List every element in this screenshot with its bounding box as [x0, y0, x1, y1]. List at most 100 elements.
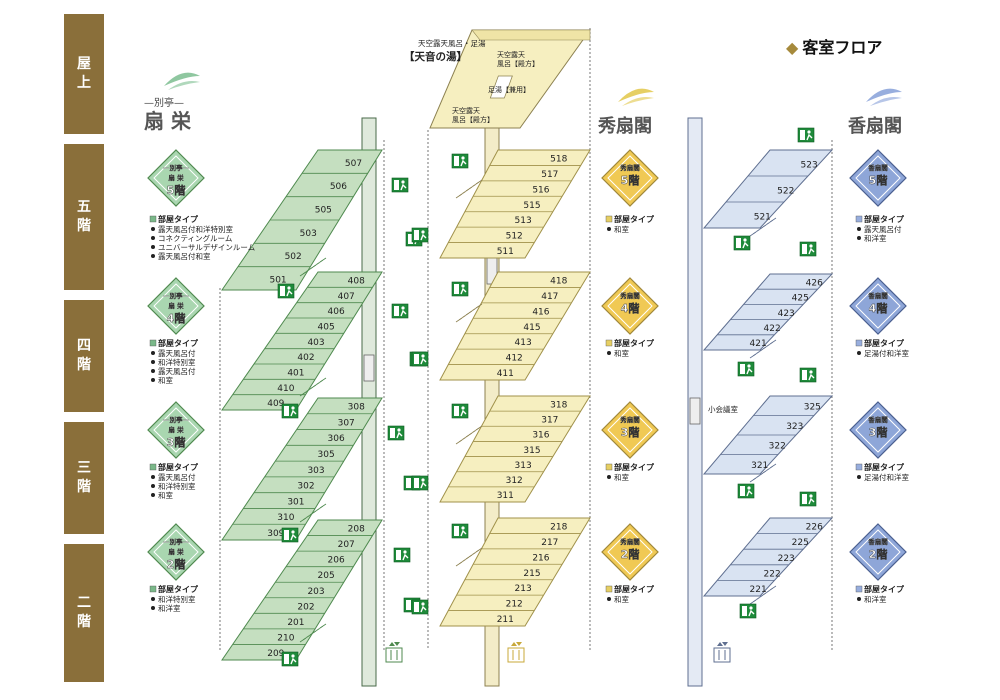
badge-text: —別亭—	[163, 291, 190, 300]
room-number: 422	[764, 324, 781, 334]
room-number: 502	[285, 252, 302, 262]
floor-label-char: 五	[77, 199, 91, 215]
exit-icon-door	[740, 364, 745, 374]
room-type-item: 和洋室	[864, 594, 887, 604]
footbath-pool	[489, 75, 513, 99]
room-type-heading: 部屋タイプ	[158, 462, 199, 472]
room-number: 222	[764, 569, 781, 579]
badge-inner	[153, 407, 199, 453]
exit-icon-body	[746, 489, 753, 497]
stairs-icon	[455, 179, 483, 199]
meeting-room-label: 小会議室	[708, 404, 738, 414]
bullet-dot	[151, 484, 155, 488]
badge-text: 秀扇閣	[619, 537, 640, 546]
badge-text: 扇 栄	[168, 301, 184, 310]
room-number: 202	[297, 602, 314, 612]
floor-label-char: 階	[77, 357, 91, 373]
sen-wing-title: 扇 栄	[144, 109, 192, 133]
badge-diamond	[147, 401, 205, 459]
stairs-icon	[299, 377, 327, 397]
floor-label-char: 階	[77, 614, 91, 630]
exit-icon-head	[809, 370, 813, 374]
badge-text: 4階	[167, 311, 186, 325]
badge-text: 秀扇閣	[619, 415, 640, 424]
exit-icon-body	[400, 309, 407, 317]
room-number: 423	[778, 309, 795, 319]
floor-label-char: 二	[77, 595, 91, 611]
room-number: 205	[318, 571, 335, 581]
exit-icon-door	[454, 156, 459, 166]
exit-icon-door	[284, 654, 289, 664]
room-number: 505	[315, 206, 332, 216]
exit-icon-body	[460, 409, 467, 417]
room-number: 325	[804, 403, 821, 413]
exit-icon-body	[290, 533, 297, 541]
floor-label-char: 階	[77, 479, 91, 495]
exit-icon-door	[284, 530, 289, 540]
emergency-exit-icon	[451, 281, 469, 297]
room-number: 516	[532, 185, 549, 195]
exit-icon-body	[290, 409, 297, 417]
ko-wing-title: 香扇閣	[847, 115, 902, 137]
room-number: 406	[328, 307, 345, 317]
sen-floor-badge: —別亭—扇 栄5階	[147, 149, 205, 207]
exit-icon-head	[291, 406, 295, 410]
room-number: 421	[750, 339, 767, 349]
badge-text: 扇 栄	[168, 547, 184, 556]
room-number: 318	[550, 400, 567, 410]
stair-step	[319, 377, 327, 383]
room-number: 518	[550, 154, 567, 164]
exit-icon-door	[802, 244, 807, 254]
emergency-exit-icon	[411, 351, 429, 367]
room-number: 515	[523, 201, 540, 211]
badge-text: 秀扇閣	[619, 163, 640, 172]
elevator-down-arrow	[722, 642, 728, 646]
room-number: 507	[345, 159, 362, 169]
roof-bath-a-label: 風呂【殿方】	[497, 59, 539, 68]
emergency-exit-icon	[281, 651, 299, 667]
room-number: 517	[541, 170, 558, 180]
room-type-item: 和洋特別室	[158, 481, 196, 491]
room-number: 203	[307, 587, 324, 597]
exit-icon-door	[742, 606, 747, 616]
badge-diamond	[601, 523, 659, 581]
elevator-icon-box	[385, 647, 403, 663]
elevator-down-arrow	[516, 642, 522, 646]
room-type-swatch	[855, 463, 863, 471]
floor-plate-ko-1	[702, 273, 834, 351]
room-number: 410	[277, 384, 294, 394]
room-number: 511	[497, 247, 514, 257]
exit-icon-door	[414, 478, 419, 488]
floor-label-char: 階	[77, 218, 91, 234]
exit-icon-head	[747, 364, 751, 368]
stair-step	[769, 217, 777, 223]
room-type-item: 和室	[158, 375, 173, 385]
exit-icon-door	[740, 486, 745, 496]
elevator-down-arrow	[394, 642, 400, 646]
logo-swoosh	[866, 88, 902, 102]
room-type-swatch	[855, 215, 863, 223]
stair-step	[475, 547, 483, 553]
room-number: 522	[777, 186, 794, 196]
floor-plate-shu-3	[439, 517, 591, 627]
badge-text: 香扇閣	[868, 163, 888, 172]
floor-plate-shu-0	[439, 149, 591, 259]
exit-icon-door	[406, 478, 411, 488]
room-number: 405	[318, 322, 335, 332]
exit-icon-door	[414, 602, 419, 612]
room-number: 321	[751, 461, 768, 471]
room-number: 225	[792, 538, 809, 548]
elevator-icon	[507, 642, 525, 663]
sen-floor-badge: —別亭—扇 栄4階	[147, 277, 205, 335]
exit-icon-door	[414, 354, 419, 364]
exit-icon-head	[421, 354, 425, 358]
exit-icon-body	[808, 497, 815, 505]
logo-swoosh	[168, 81, 200, 90]
elevator-up-arrow	[389, 642, 395, 646]
room-type-swatch	[149, 463, 157, 471]
room-type-heading: 部屋タイプ	[864, 584, 905, 594]
ko-elevator-car	[689, 397, 701, 425]
